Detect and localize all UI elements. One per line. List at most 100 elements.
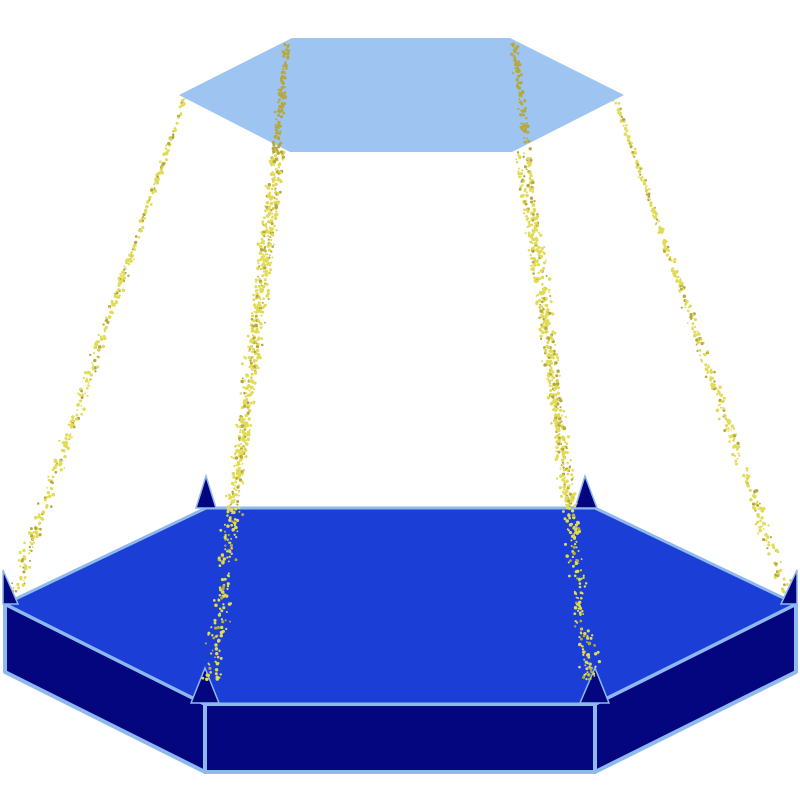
- particle-dot: [259, 290, 262, 293]
- particle-dot: [252, 319, 256, 323]
- particle-dot: [259, 258, 263, 262]
- particle-dot: [562, 490, 565, 494]
- particle-dot: [596, 650, 600, 654]
- particle-dot: [748, 488, 752, 492]
- particle-dot: [766, 547, 769, 550]
- particle-dot: [95, 343, 99, 347]
- particle-dot: [715, 408, 720, 413]
- particle-dot: [551, 330, 555, 334]
- particle-dot: [573, 612, 577, 616]
- particle-dot: [535, 228, 539, 232]
- particle-dot: [647, 192, 651, 196]
- particle-dot: [581, 645, 584, 648]
- particle-dot: [22, 566, 25, 569]
- particle-dot: [158, 171, 162, 175]
- particle-dot: [574, 620, 577, 623]
- particle-dot: [249, 423, 253, 427]
- particle-dot: [570, 545, 573, 547]
- particle-dot: [64, 445, 68, 449]
- particle-dot: [239, 419, 244, 423]
- particle-dot: [540, 315, 544, 319]
- particle-dot: [85, 377, 88, 380]
- particle-dot: [253, 371, 258, 375]
- particle-dot: [719, 406, 723, 409]
- particle-dot: [711, 376, 714, 380]
- particle-dot: [231, 500, 235, 504]
- particle-dot: [593, 644, 596, 647]
- particle-dot: [677, 275, 680, 279]
- particle-dot: [548, 364, 551, 367]
- particle-dot: [275, 210, 278, 213]
- particle-dot: [636, 163, 640, 167]
- particle-dot: [14, 589, 18, 593]
- particle-dot: [625, 129, 629, 133]
- particle-dot: [642, 181, 647, 186]
- particle-dot: [529, 180, 533, 183]
- particle-dot: [233, 464, 236, 467]
- particle-dot: [71, 418, 74, 422]
- particle-dot: [654, 212, 659, 216]
- particle-dot: [747, 484, 751, 488]
- particle-dot: [551, 379, 554, 382]
- particle-dot: [593, 652, 598, 656]
- particle-dot: [540, 323, 543, 326]
- particle-dot: [219, 528, 223, 532]
- particle-dot: [69, 425, 73, 429]
- particle-dot: [560, 464, 563, 467]
- particle-dot: [224, 544, 227, 547]
- particle-dot: [551, 312, 555, 316]
- particle-dot: [229, 602, 233, 605]
- particle-dot: [696, 349, 699, 352]
- particle-dot: [570, 509, 575, 513]
- particle-dot: [267, 212, 271, 217]
- particle-dot: [267, 297, 270, 301]
- particle-dot: [520, 94, 523, 98]
- particle-dot: [229, 503, 232, 506]
- particle-dot: [271, 216, 274, 219]
- particle-dot: [82, 407, 86, 411]
- particle-dot: [274, 157, 278, 161]
- particle-dot: [764, 538, 768, 542]
- particle-dot: [12, 587, 15, 590]
- particle-dot: [110, 299, 114, 303]
- particle-dot: [225, 610, 228, 614]
- particle-dot: [554, 343, 557, 346]
- particle-dot: [103, 330, 106, 333]
- particle-dot: [222, 585, 226, 588]
- particle-dot: [132, 244, 135, 247]
- particle-dot: [639, 173, 642, 176]
- particle-dot: [204, 642, 207, 645]
- particle-dot: [215, 652, 219, 656]
- particle-dot: [81, 393, 85, 397]
- particle-dot: [222, 606, 226, 610]
- particle-dot: [561, 474, 565, 478]
- particle-dot: [281, 155, 286, 159]
- particle-dot: [678, 285, 681, 288]
- particle-dot: [653, 210, 657, 213]
- particle-dot: [271, 171, 274, 174]
- particle-dot: [530, 223, 534, 226]
- particle-dot: [534, 222, 538, 225]
- particle-dot: [260, 255, 264, 259]
- particle-dot: [548, 339, 550, 342]
- particle-dot: [277, 120, 281, 125]
- particle-dot: [23, 579, 25, 582]
- particle-dot: [760, 516, 764, 520]
- particle-dot: [662, 241, 666, 245]
- particle-dot: [242, 432, 246, 437]
- particle-dot: [60, 448, 64, 452]
- particle-dot: [264, 184, 268, 188]
- particle-dot: [227, 560, 230, 563]
- particle-dot: [564, 415, 567, 418]
- particle-dot: [517, 167, 521, 170]
- particle-dot: [246, 401, 250, 405]
- particle-dot: [579, 606, 583, 610]
- spike-front-left: [189, 665, 221, 704]
- particle-dot: [109, 315, 112, 318]
- particle-dot: [783, 583, 786, 587]
- light-beam-far-right: [612, 95, 794, 594]
- particle-dot: [207, 633, 210, 636]
- particle-dot: [54, 470, 58, 474]
- particle-dot: [249, 364, 253, 368]
- particle-dot: [546, 307, 550, 312]
